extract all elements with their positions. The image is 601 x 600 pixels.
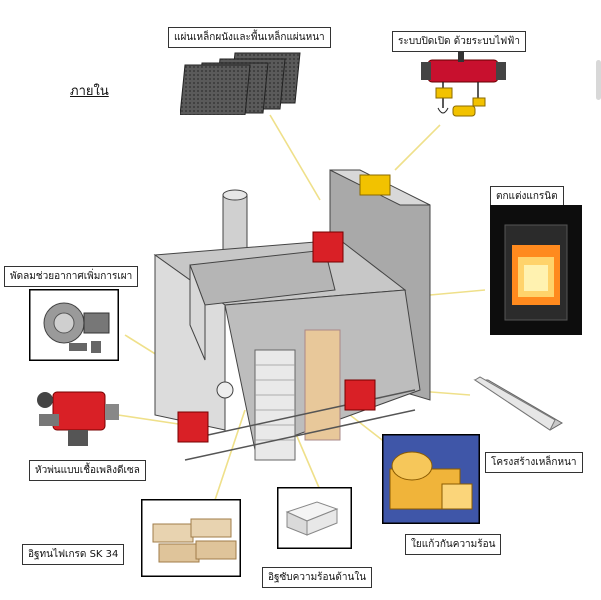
- page-heading: ภายใน: [70, 84, 109, 99]
- furnace-diagram: [153, 169, 431, 461]
- label-insulation-brick: อิฐซับความร้อนด้านใน: [262, 567, 373, 588]
- diesel-burner-image: [37, 391, 119, 446]
- label-fire-brick: อิฐทนไฟเกรด SK 34: [22, 544, 125, 565]
- label-electric-door: ระบบปิดเปิด ด้วยระบบไฟฟ้า: [392, 31, 526, 52]
- blower-image: [29, 289, 119, 361]
- steel-frame-image: [473, 376, 563, 431]
- fire-brick-image: [141, 499, 241, 577]
- label-diesel-burner: หัวพ่นแบบเชื้อเพลิงดีเซล: [29, 460, 146, 481]
- electric-hoist-image: [421, 52, 506, 117]
- granite-furnace-image: [490, 205, 582, 335]
- label-steel-frame: โครงสร้างเหล็กหนา: [485, 452, 583, 473]
- steel-plates-image: [180, 52, 301, 115]
- label-blower: พัดลมช่วยอากาศเพิ่มการเผา: [4, 266, 139, 287]
- label-steel-plate: แผ่นเหล็กผนังและพื้นเหล็กแผ่นหนา: [168, 27, 331, 48]
- ceramic-fiber-image: [382, 434, 480, 524]
- label-ceramic-fiber: ใยแก้วกันความร้อน: [405, 534, 502, 555]
- label-granite-tile: ตกแต่งแกรนิต: [490, 186, 564, 207]
- insulation-brick-image: [277, 487, 352, 549]
- scrollbar[interactable]: [596, 60, 601, 100]
